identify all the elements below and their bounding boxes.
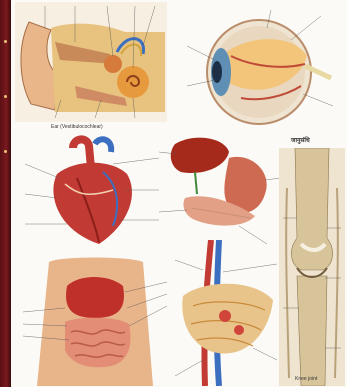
spine-dot <box>4 150 7 153</box>
abdomen-panel <box>19 252 171 386</box>
anatomy-poster: Ear (Vestibulocochlear) <box>11 0 347 387</box>
heart-illustration <box>17 134 167 252</box>
liver-stomach-illustration <box>155 132 285 250</box>
knee-title: जानुसंधि <box>291 136 310 144</box>
digestive-panel <box>155 132 285 250</box>
pancreas-panel <box>173 240 279 386</box>
spine-dot <box>4 95 7 98</box>
poster-spine <box>0 0 11 387</box>
pancreas-illustration <box>173 240 279 386</box>
spine-dot <box>4 40 7 43</box>
intestines-illustration <box>19 252 171 386</box>
knee-illustration <box>279 148 345 386</box>
heart-panel <box>17 134 167 252</box>
eye-illustration <box>181 6 341 134</box>
knee-panel: जानुसंधि Knee joint <box>279 136 345 386</box>
eye-panel <box>181 6 341 134</box>
ear-illustration <box>15 2 167 122</box>
ear-panel: Ear (Vestibulocochlear) <box>15 2 167 122</box>
ear-caption: Ear (Vestibulocochlear) <box>51 124 103 130</box>
knee-footer: Knee joint <box>295 376 317 382</box>
